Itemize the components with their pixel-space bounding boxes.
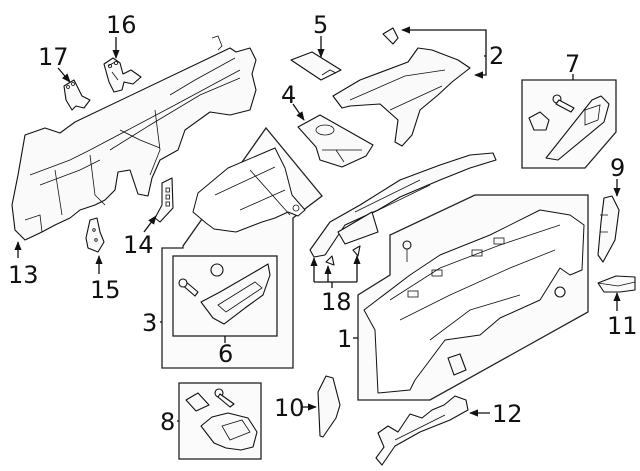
callout-2: 2 xyxy=(489,42,504,70)
end-cap-part xyxy=(317,375,341,438)
trim-panel-kit-part xyxy=(528,94,610,161)
leader-17 xyxy=(57,67,71,83)
callout-7: 7 xyxy=(565,50,580,78)
callout-11: 11 xyxy=(607,312,638,340)
vent-bezel-part xyxy=(297,114,374,168)
switch-bezel-kit-part xyxy=(178,263,271,325)
support-bracket-part xyxy=(154,177,174,223)
leader-lines xyxy=(14,26,621,422)
callout-3: 3 xyxy=(142,309,157,337)
callout-4: 4 xyxy=(281,81,296,109)
brace-part xyxy=(85,217,105,253)
leader-18-bracket xyxy=(314,281,357,288)
callout-labels: 1 2 3 4 5 6 7 8 9 10 11 12 13 14 15 16 1… xyxy=(8,11,638,436)
side-trim-part xyxy=(597,195,620,263)
lower-trim-part xyxy=(375,395,469,466)
reinforcement-beam-part xyxy=(11,35,257,241)
pad-part xyxy=(597,275,636,293)
callout-17: 17 xyxy=(38,43,69,71)
callout-6: 6 xyxy=(218,340,233,368)
callout-15: 15 xyxy=(90,276,121,304)
side-cover-part xyxy=(192,147,306,233)
callout-13: 13 xyxy=(8,261,39,289)
callout-16: 16 xyxy=(106,11,137,39)
callout-9: 9 xyxy=(610,154,625,182)
instrument-panel-main-part xyxy=(363,209,585,394)
callout-12: 12 xyxy=(492,400,523,428)
center-cover-part xyxy=(332,27,471,147)
callout-18: 18 xyxy=(321,288,352,316)
defroster-duct-part xyxy=(309,152,497,266)
leader-2a xyxy=(401,26,487,57)
callout-10: 10 xyxy=(274,394,305,422)
mounting-bracket-part xyxy=(103,57,142,93)
leader-2b xyxy=(474,56,487,79)
small-bracket-part xyxy=(63,79,91,111)
callout-8: 8 xyxy=(160,408,175,436)
cover-plate-part xyxy=(290,51,342,81)
callout-14: 14 xyxy=(123,231,154,259)
storage-bezel-kit-part xyxy=(185,388,258,451)
leader-4 xyxy=(292,103,305,121)
callout-5: 5 xyxy=(313,11,328,39)
leader-14 xyxy=(143,215,157,233)
callout-1: 1 xyxy=(337,325,352,353)
